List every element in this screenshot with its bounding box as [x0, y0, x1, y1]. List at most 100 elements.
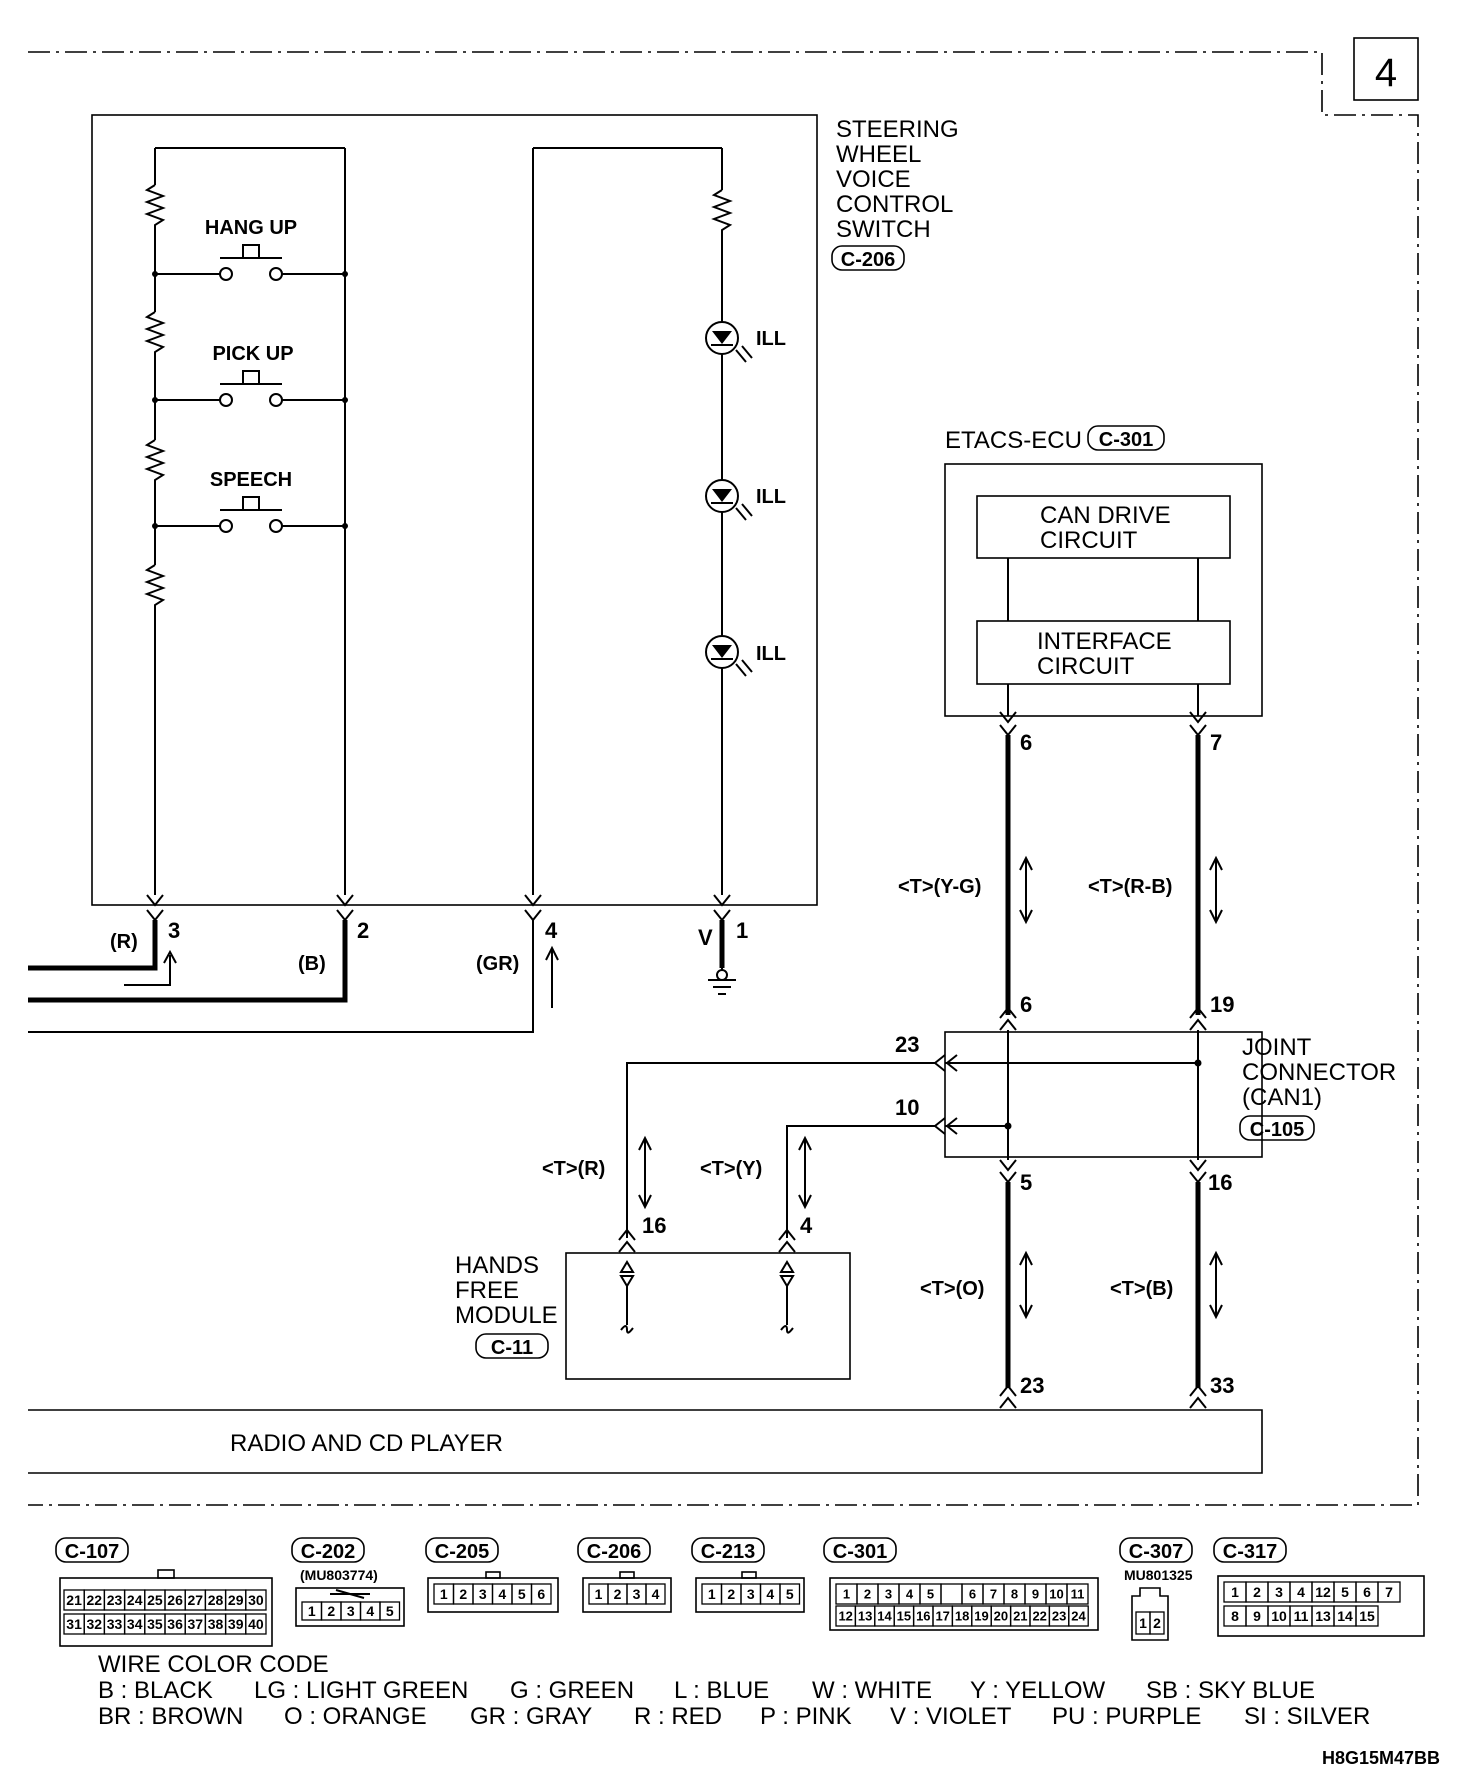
svg-text:C-205: C-205: [435, 1541, 489, 1563]
svg-text:O : ORANGE: O : ORANGE: [284, 1703, 427, 1730]
connector-pin-label: 2: [1153, 1615, 1161, 1631]
connector-pin-label: 6: [1363, 1584, 1371, 1600]
connector-pin-label: 9: [1253, 1608, 1261, 1624]
connector-pin-label: 13: [858, 1609, 872, 1624]
svg-text:CIRCUIT: CIRCUIT: [1040, 527, 1138, 554]
svg-text:SI : SILVER: SI : SILVER: [1244, 1703, 1370, 1730]
connector-pin-label: 14: [1337, 1608, 1353, 1624]
connector-pin-label: 31: [66, 1616, 82, 1632]
connector-pin-label: 8: [1011, 1587, 1018, 1602]
connector-pin-label: 21: [1013, 1609, 1027, 1624]
svg-text:JOINT: JOINT: [1242, 1034, 1312, 1061]
svg-text:STEERING: STEERING: [836, 116, 959, 143]
connector-pin-label: 28: [208, 1592, 224, 1608]
connector-pin-label: 2: [1253, 1584, 1261, 1600]
joint-connector-id: C-105: [1250, 1119, 1304, 1141]
steering-switch: STEERING WHEEL VOICE CONTROL SWITCH C-20…: [91, 114, 959, 922]
svg-text:23: 23: [1020, 1373, 1044, 1398]
pick-up-switch: PICK UP: [152, 343, 348, 407]
can-drive-box: [976, 495, 1231, 559]
resistor-4: [144, 564, 166, 608]
switch-wires: 3 2 4 1 (R) (B) (GR) V: [28, 918, 748, 1033]
connector-pin-label: 22: [1032, 1609, 1046, 1624]
connector-pin-label: 34: [127, 1616, 143, 1632]
figure-code: H8G15M47BB: [1322, 1748, 1440, 1768]
svg-text:33: 33: [1210, 1373, 1234, 1398]
svg-text:CONTROL: CONTROL: [836, 191, 953, 218]
etacs-ecu: ETACS-ECU C-301 CAN DRIVE CIRCUIT INTERF…: [944, 425, 1263, 755]
svg-text:B : BLACK: B : BLACK: [98, 1677, 213, 1704]
connector-pin-label: 3: [633, 1586, 641, 1602]
connector-pin-label: 2: [727, 1586, 735, 1602]
connector-pin-cell: [245, 1589, 267, 1611]
svg-text:7: 7: [1210, 730, 1222, 755]
connector-pin-label: 1: [595, 1586, 603, 1602]
connector-pin-label: 9: [1032, 1587, 1039, 1602]
connector-pin-label: 10: [1271, 1608, 1287, 1624]
connector-pin-label: 3: [885, 1587, 892, 1602]
svg-text:6: 6: [1020, 730, 1032, 755]
svg-text:VOICE: VOICE: [836, 166, 911, 193]
connector-pin-label: 13: [1315, 1608, 1331, 1624]
connector-pin-label: 11: [1071, 1587, 1085, 1602]
svg-text:(MU803774): (MU803774): [300, 1567, 378, 1583]
svg-text:CONNECTOR: CONNECTOR: [1242, 1059, 1396, 1086]
svg-text:MU801325: MU801325: [1124, 1567, 1193, 1583]
svg-text:HANDS: HANDS: [455, 1252, 539, 1279]
connector-pin-label: 2: [864, 1587, 871, 1602]
connector-pin-label: 18: [955, 1609, 969, 1624]
connector-pin-cell: [940, 1583, 963, 1605]
connector-pin-label: 4: [906, 1587, 914, 1602]
connector-pin-cell: [645, 1583, 666, 1605]
connector-pin-cell: [1068, 1605, 1089, 1627]
hands-free-module: HANDS FREE MODULE C-11: [455, 1252, 851, 1380]
svg-text:GR : GRAY: GR : GRAY: [470, 1703, 592, 1730]
connector-pin-label: 6: [969, 1587, 976, 1602]
svg-text:C-301: C-301: [833, 1541, 887, 1563]
connector-pin-label: 29: [228, 1592, 244, 1608]
connector-pin-label: 36: [167, 1616, 183, 1632]
svg-text:10: 10: [895, 1095, 919, 1120]
steering-switch-label: STEERING WHEEL VOICE CONTROL SWITCH C-20…: [831, 116, 959, 271]
connector-pin-label: 37: [188, 1616, 204, 1632]
svg-text:23: 23: [895, 1032, 919, 1057]
connector-pin-label: 5: [1341, 1584, 1349, 1600]
speech-label: SPEECH: [210, 469, 292, 491]
svg-text:C-307: C-307: [1129, 1541, 1183, 1563]
connector-pin-label: 6: [537, 1586, 545, 1602]
connector-pin-cell: [1066, 1583, 1089, 1605]
connector-pin-label: 3: [747, 1586, 755, 1602]
svg-text:WHEEL: WHEEL: [836, 141, 921, 168]
page-border: [28, 51, 1419, 1506]
connector-pin-label: 22: [87, 1592, 103, 1608]
connector-pin-label: 4: [766, 1586, 774, 1602]
speech-switch: SPEECH: [152, 469, 348, 533]
wire-color-v: V: [698, 925, 713, 950]
connector-pin-label: 11: [1294, 1608, 1309, 1624]
resistor-1: [144, 184, 166, 228]
wire-color-b: (B): [298, 953, 326, 975]
wire-color-code: WIRE COLOR CODE B : BLACK LG : LIGHT GRE…: [98, 1651, 1370, 1730]
page-number-box: [1353, 37, 1419, 101]
connector-pin-label: 12: [838, 1609, 852, 1624]
ill-led-1: ILL: [705, 321, 786, 363]
svg-text:ILL: ILL: [756, 328, 786, 350]
connector-pin-label: 1: [708, 1586, 716, 1602]
connector-pin-label: 2: [614, 1586, 622, 1602]
svg-text:16: 16: [1208, 1170, 1232, 1195]
connector-pin-label: 3: [347, 1603, 355, 1619]
connector-pin-label: 2: [459, 1586, 467, 1602]
svg-text:SWITCH: SWITCH: [836, 216, 931, 243]
svg-text:V : VIOLET: V : VIOLET: [890, 1703, 1012, 1730]
svg-text:FREE: FREE: [455, 1277, 519, 1304]
joint-connector: 23 10 JOINT CONNECTOR (CAN1) C-105 5 16: [895, 1030, 1396, 1195]
svg-text:4: 4: [800, 1213, 813, 1238]
svg-text:G : GREEN: G : GREEN: [510, 1677, 634, 1704]
connector-pin-label: 1: [308, 1603, 316, 1619]
connector-pin-label: 25: [147, 1592, 163, 1608]
connector-pin-label: 24: [127, 1592, 143, 1608]
svg-text:W : WHITE: W : WHITE: [812, 1677, 932, 1704]
pick-up-label: PICK UP: [212, 343, 293, 365]
